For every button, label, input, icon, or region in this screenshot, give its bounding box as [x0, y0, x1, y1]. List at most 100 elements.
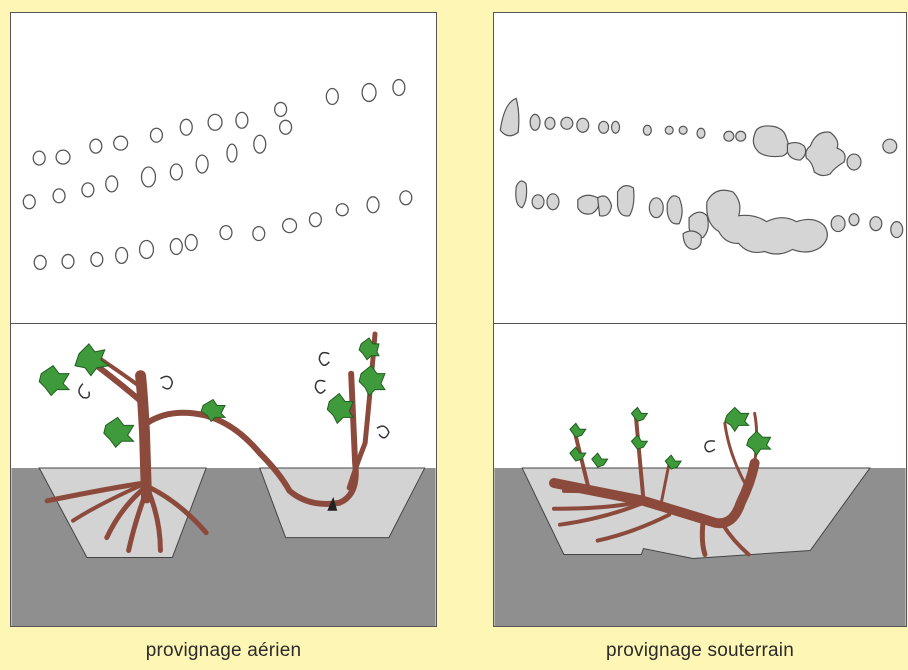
vine-roots [104, 485, 148, 541]
caption-underground-layering: provignage souterrain [606, 640, 794, 661]
stone-cluster-mark [577, 194, 600, 215]
leaf [326, 392, 355, 425]
vine-stock-mark [882, 138, 898, 154]
vine-stock-mark [399, 190, 413, 206]
vine-stock-mark [274, 101, 288, 117]
stone-cluster-mark [666, 195, 683, 225]
vine-roots [551, 498, 646, 511]
leaf [724, 406, 750, 433]
vine-roots [346, 331, 378, 491]
vine-shoot [633, 409, 646, 501]
vine-stock-mark [648, 197, 664, 219]
vine-stock-mark [179, 118, 193, 136]
vine-stock-mark [252, 225, 266, 242]
vine-stock-mark [90, 251, 104, 268]
tendril [376, 425, 390, 439]
leaf [358, 365, 386, 397]
leaf [74, 343, 110, 377]
stone-cluster-mark [752, 125, 790, 158]
vine-stock-mark [576, 117, 590, 133]
tendril [160, 375, 174, 390]
vine-stock-mark [113, 135, 129, 151]
vine-stock-mark [366, 196, 380, 214]
vine-roots [557, 500, 646, 527]
vine-roots [720, 522, 751, 557]
vine-roots [71, 480, 149, 523]
tendril [314, 379, 326, 394]
leaf [630, 406, 649, 422]
vine-shoot [723, 421, 747, 485]
vine-stock-mark [169, 237, 183, 256]
stone-cluster-mark [830, 215, 846, 233]
vine-stock-mark [278, 119, 293, 135]
panel-aerial-section [10, 323, 437, 627]
vine-roots [146, 488, 163, 553]
stone-cluster-mark [786, 141, 807, 161]
leaf [630, 434, 649, 450]
vine-stock-mark [33, 254, 47, 270]
vine-stock-mark [149, 127, 164, 143]
leaf [664, 454, 683, 470]
stone-cluster-mark [682, 230, 702, 251]
vine-stock-mark [32, 150, 46, 166]
vine-trunk [135, 370, 152, 504]
vine-stock-mark [890, 221, 904, 239]
vine-stock-mark [598, 120, 610, 134]
caption-aerial-layering: provignage aérien [145, 640, 302, 661]
panel-aerial-plan [10, 12, 437, 324]
vine-stock-mark [55, 149, 71, 165]
leaf [746, 430, 772, 457]
vine-roots [148, 485, 209, 536]
vine-stock-mark [52, 188, 66, 204]
vine-roots [699, 520, 708, 557]
leaf [569, 422, 587, 438]
vine-shoot [659, 461, 671, 505]
aerial-plan-diagram [22, 78, 413, 270]
stone-cluster-mark [499, 97, 520, 137]
vine-stock-mark [226, 143, 238, 163]
vine-roots [44, 480, 148, 504]
vine-shoot [571, 426, 592, 495]
vine-stock-mark [392, 78, 406, 97]
vine-stock-mark [22, 194, 36, 210]
vine-stock-mark [89, 138, 103, 154]
vine-stock-mark [138, 239, 155, 260]
stone-cluster-mark [706, 189, 828, 255]
tendril [704, 440, 716, 453]
layered-cane [143, 370, 359, 507]
vine-stock-mark [81, 182, 95, 198]
vine-stock-mark [361, 82, 377, 103]
vine-stock-mark [219, 224, 233, 241]
vine-stock-mark [308, 212, 323, 228]
leaf [358, 337, 380, 361]
tendril [318, 351, 330, 366]
vine-stock-mark [281, 218, 298, 234]
aerial-section-diagram [11, 331, 436, 626]
vine-stock-mark [253, 134, 267, 154]
vine-stock-mark [115, 246, 129, 265]
vine-stock-mark [696, 127, 706, 139]
vine-stock-mark [169, 163, 183, 181]
vine-stock-mark [560, 116, 574, 130]
stone-cluster-mark [616, 185, 635, 217]
panel-underground-section [493, 323, 907, 627]
stone-cluster-mark [515, 180, 528, 209]
underground-plan-diagram [499, 97, 904, 255]
vine-stock-mark [529, 113, 541, 131]
vine-roots [126, 488, 149, 553]
vine-stock-mark [544, 116, 556, 130]
vine-stock-mark [678, 125, 688, 135]
leaf [569, 446, 587, 462]
leaf [591, 452, 609, 468]
vine-stock-mark [531, 194, 545, 210]
leaf [103, 416, 135, 448]
leaf [38, 365, 71, 397]
panel-underground-plan [493, 12, 907, 324]
vine-stock-mark [610, 120, 621, 134]
stone-cluster-mark [597, 195, 613, 217]
vine-stock-mark [195, 154, 209, 174]
vine-stock-mark [140, 166, 157, 188]
vine-stock-mark [184, 233, 198, 252]
stone-cluster-mark [805, 131, 846, 177]
vine-roots [595, 512, 672, 543]
